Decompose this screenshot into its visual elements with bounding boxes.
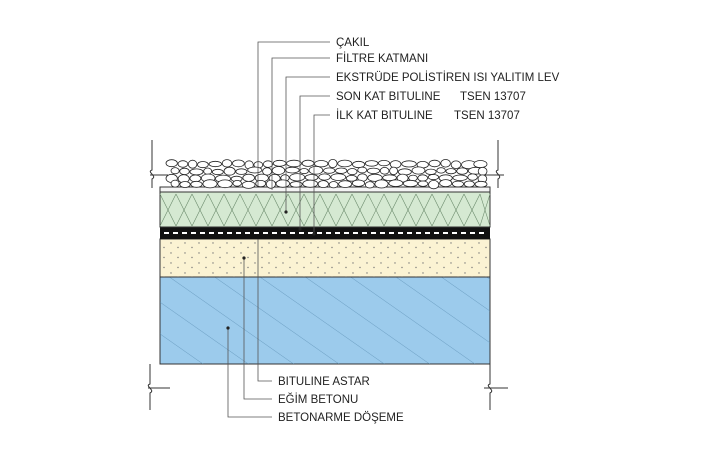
label-filter-layer: FİLTRE KATMANI [336,52,428,65]
xps-insulation-layer [159,191,491,228]
bottom-leader-lines [226,239,272,418]
label-reinforced-slab: BETONARME DÖŞEME [278,412,404,424]
label-first-bitumen-code: TSEN 13707 [454,110,520,122]
label-first-bitumen: İLK KAT BITULINE [336,109,433,122]
slope-screed-layer [159,238,491,278]
gravel-layer [165,158,488,190]
label-top-bitumen: SON KAT BITULINE [336,91,441,103]
label-slope-screed: EĞİM BETONU [278,393,358,406]
bitumen-membrane-layer [160,227,490,239]
bottom-labels: BITULINE ASTAR EĞİM BETONU BETONARME DÖŞ… [278,376,404,424]
label-xps-insulation: EKSTRÜDE POLİSTİREN ISI YALITIM LEV [336,71,560,84]
label-bitumen-primer: BITULINE ASTAR [278,376,370,388]
top-labels: ÇAKIL FİLTRE KATMANI EKSTRÜDE POLİSTİREN… [336,37,560,122]
top-leader-lines [257,41,330,236]
label-gravel: ÇAKIL [336,37,370,49]
label-top-bitumen-code: TSEN 13707 [460,91,526,103]
concrete-slab-layer [159,276,491,365]
break-marks [147,140,508,410]
